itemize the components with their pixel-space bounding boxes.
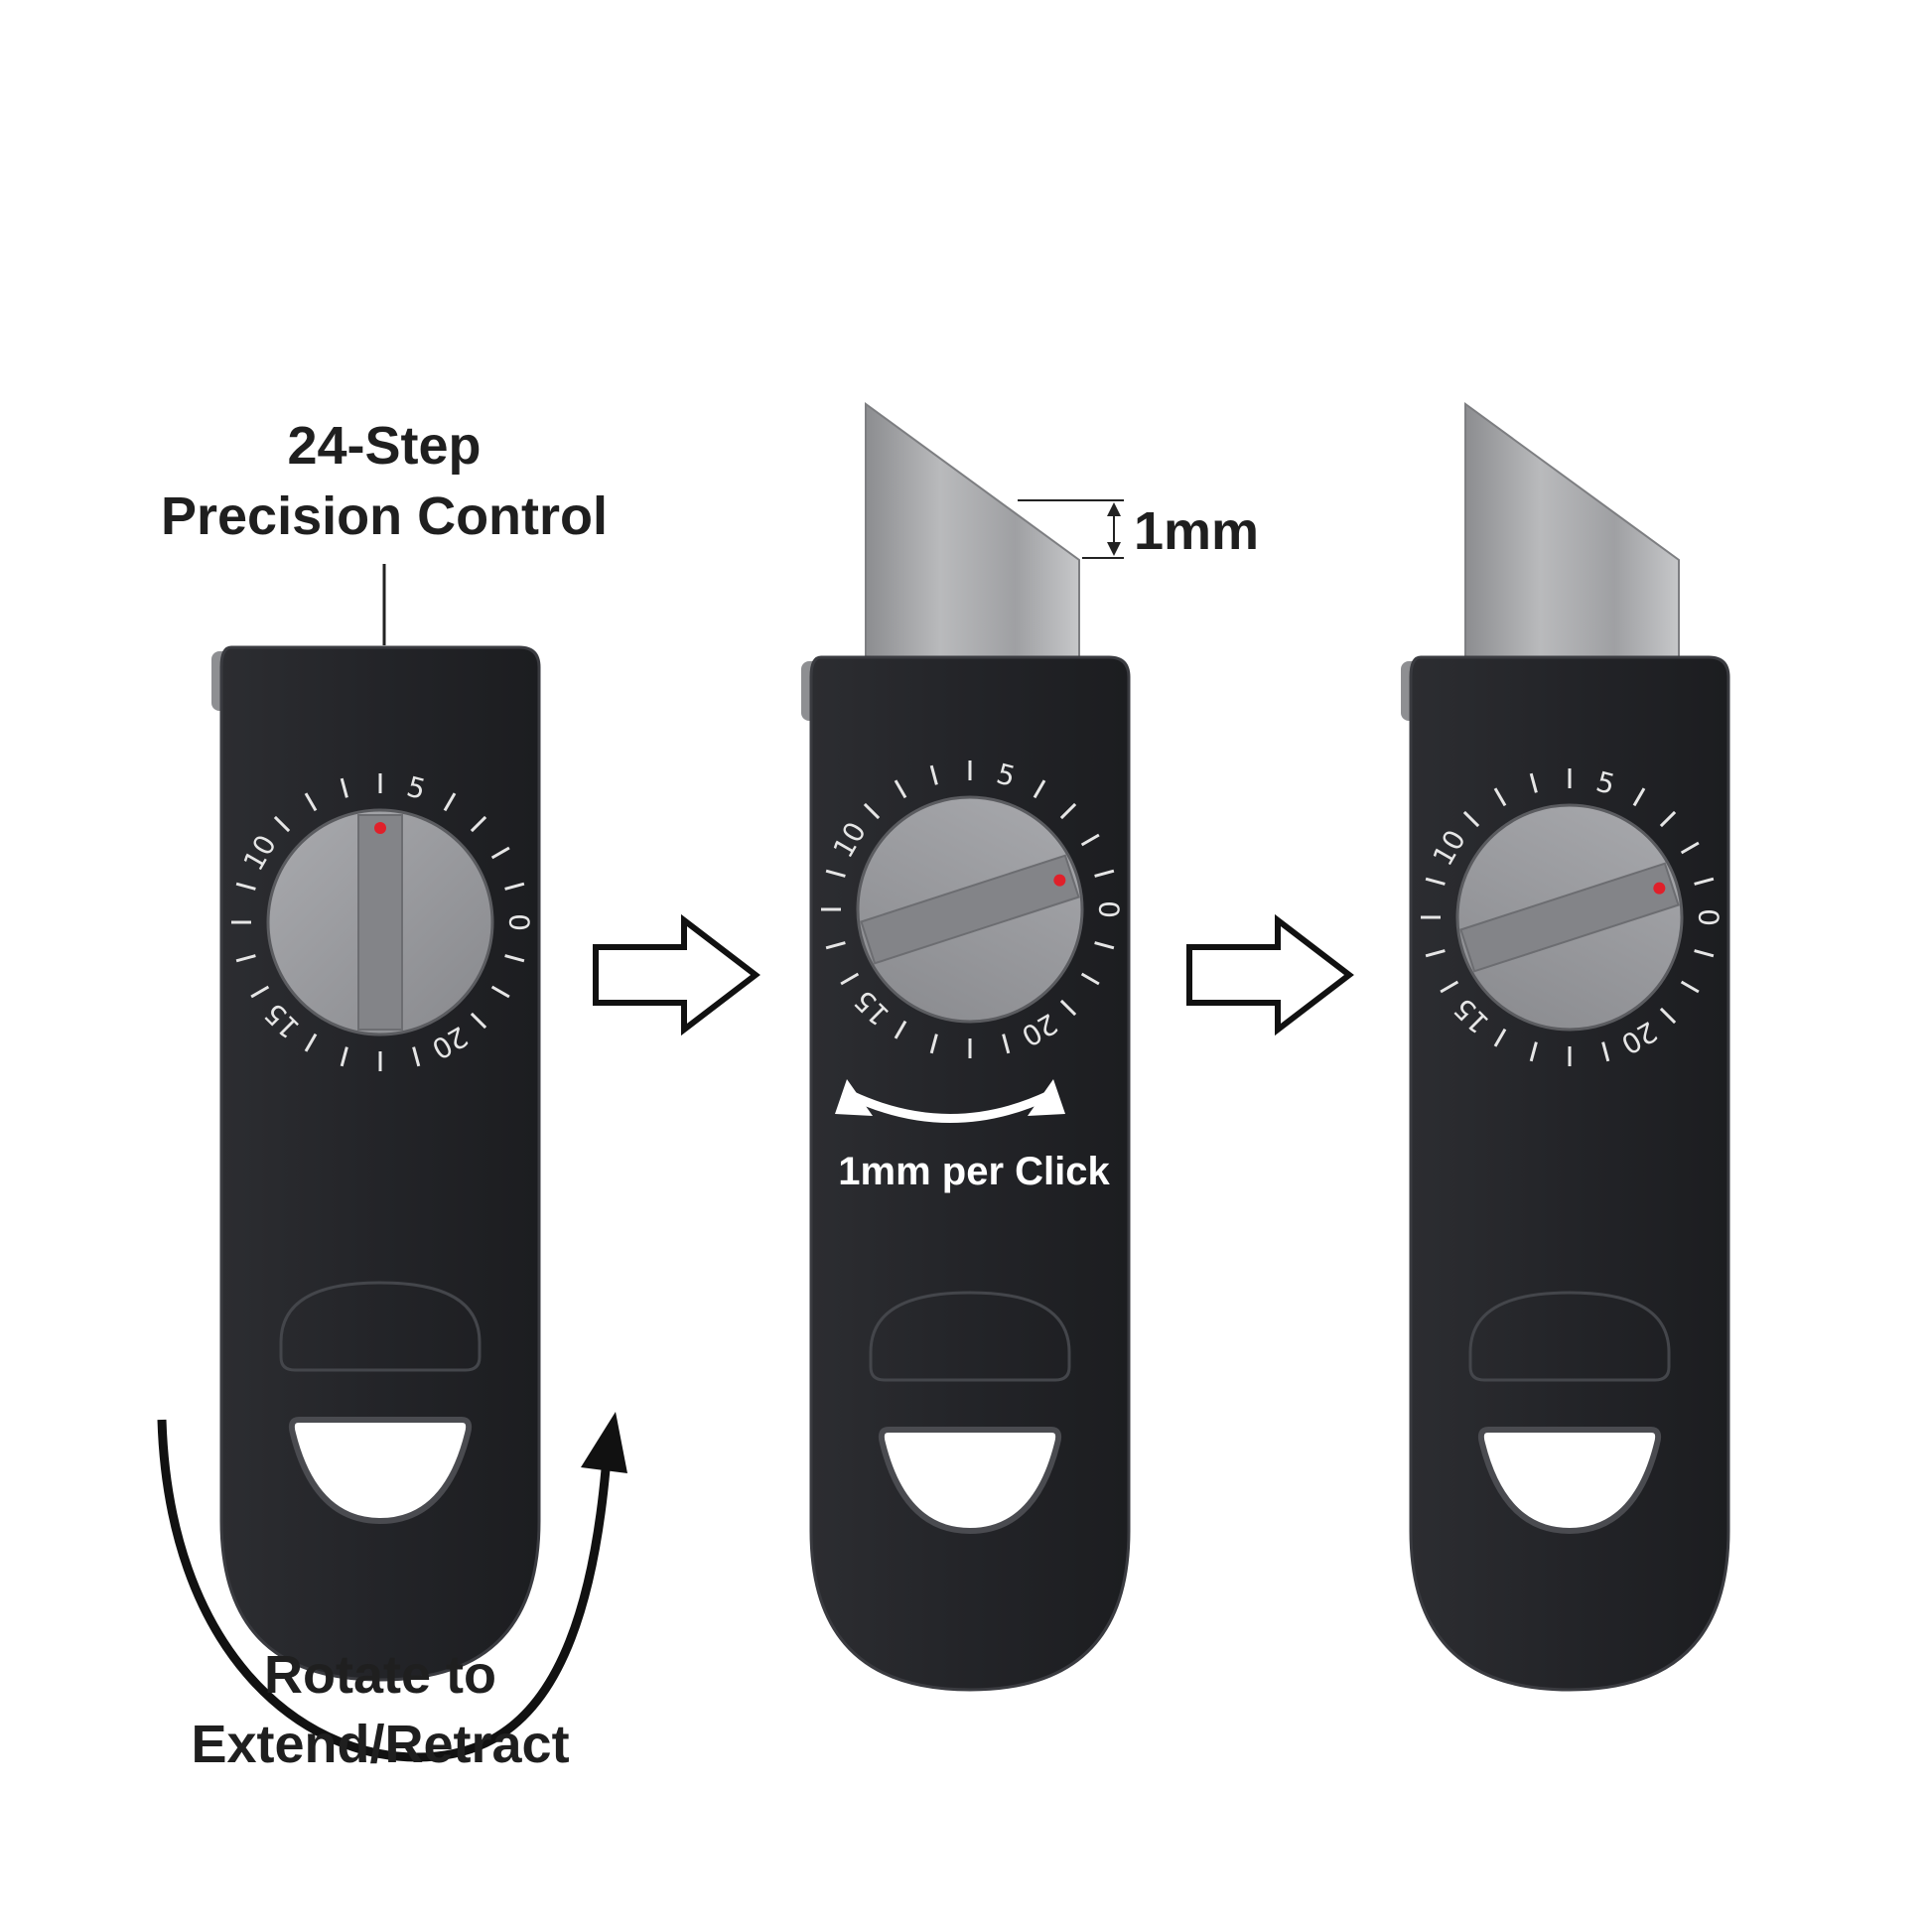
dial-tick	[1094, 869, 1115, 878]
dial-tick	[894, 779, 907, 799]
precision-label-line2: Precision Control	[161, 486, 608, 546]
arrow-right-icon	[593, 913, 760, 1036]
dial-tick	[273, 815, 291, 833]
dial-tick	[1659, 1007, 1677, 1025]
dial-tick	[1601, 1041, 1610, 1062]
dial-tick	[250, 985, 270, 999]
dial-tick	[1659, 810, 1677, 828]
per-click-label: 1mm per Click	[838, 1150, 1110, 1193]
rotate-arrow-icon	[846, 1090, 1054, 1123]
dial-tick	[1080, 833, 1100, 847]
dial-tick	[1425, 949, 1446, 958]
dial-tick	[929, 1034, 938, 1054]
dial-number: 0	[1093, 900, 1126, 918]
lanyard-hole	[878, 1427, 1062, 1535]
dial-tick	[304, 792, 318, 812]
dial-tick	[840, 972, 860, 986]
arrowhead-right-icon	[1028, 1079, 1065, 1116]
rotate-arrow-icon	[157, 1419, 611, 1762]
dimension-marker-icon	[1018, 499, 1124, 559]
dial-tick	[825, 941, 846, 950]
arrow-right-icon	[1186, 913, 1354, 1036]
dial-tick	[504, 882, 525, 891]
adjustment-knob[interactable]	[266, 808, 494, 1036]
dial-tick	[1059, 802, 1077, 820]
dial-tick	[1529, 772, 1538, 793]
dial-number: 0	[503, 913, 536, 931]
dial-tick	[470, 1012, 487, 1030]
dial-tick	[490, 846, 510, 860]
rotate-label-line2: Extend/Retract	[191, 1715, 569, 1774]
indicator-dot-icon	[1653, 882, 1666, 895]
dial-tick	[1425, 877, 1446, 886]
thumb-grip	[279, 1281, 482, 1372]
dial-tick	[1033, 779, 1046, 799]
dial-tick	[235, 882, 256, 891]
dial-tick	[235, 954, 256, 963]
rotate-label-line1: Rotate to	[264, 1645, 496, 1705]
dial-number: 0	[1693, 908, 1725, 926]
precision-label-line1: 24-Step	[287, 416, 481, 476]
dial-tick	[1529, 1041, 1538, 1062]
dial-tick	[1493, 787, 1507, 807]
adjustment-knob[interactable]	[1429, 776, 1712, 1059]
dial-tick	[1002, 1034, 1011, 1054]
adjustment-knob[interactable]	[829, 768, 1112, 1051]
blade-icon	[865, 402, 1080, 658]
thumb-grip	[869, 1291, 1071, 1382]
indicator-dot-icon	[374, 822, 386, 834]
dial-tick	[1440, 980, 1459, 994]
dial-tick	[1493, 1028, 1507, 1047]
dial-tick	[340, 777, 348, 798]
dial-tick	[1680, 841, 1700, 855]
dial-tick	[470, 815, 487, 833]
dial-tick	[1094, 941, 1115, 950]
dial-tick	[1694, 949, 1715, 958]
thumb-grip	[1468, 1291, 1671, 1382]
dial-tick	[1632, 787, 1646, 807]
arrowhead-icon	[581, 1412, 627, 1473]
arrowhead-left-icon	[835, 1079, 873, 1116]
step-size-label: 1mm	[1134, 501, 1259, 561]
lanyard-hole	[1477, 1427, 1662, 1535]
dial-tick	[340, 1046, 348, 1067]
dial-tick	[894, 1020, 907, 1039]
dial-tick	[443, 792, 457, 812]
lanyard-hole	[288, 1417, 473, 1525]
dial-tick	[412, 1046, 421, 1067]
dial-tick	[504, 954, 525, 963]
dial-tick	[825, 869, 846, 878]
dial-tick	[863, 802, 881, 820]
dial-tick	[1462, 810, 1480, 828]
blade-icon	[1464, 402, 1680, 658]
dial-tick	[1059, 999, 1077, 1017]
dial-tick	[929, 764, 938, 785]
knife-body	[219, 645, 541, 1682]
dial-tick	[1680, 980, 1700, 994]
dial-tick	[490, 985, 510, 999]
indicator-dot-icon	[1053, 874, 1066, 887]
dial-tick	[304, 1033, 318, 1052]
dial-tick	[1694, 877, 1715, 886]
dial-tick	[1080, 972, 1100, 986]
